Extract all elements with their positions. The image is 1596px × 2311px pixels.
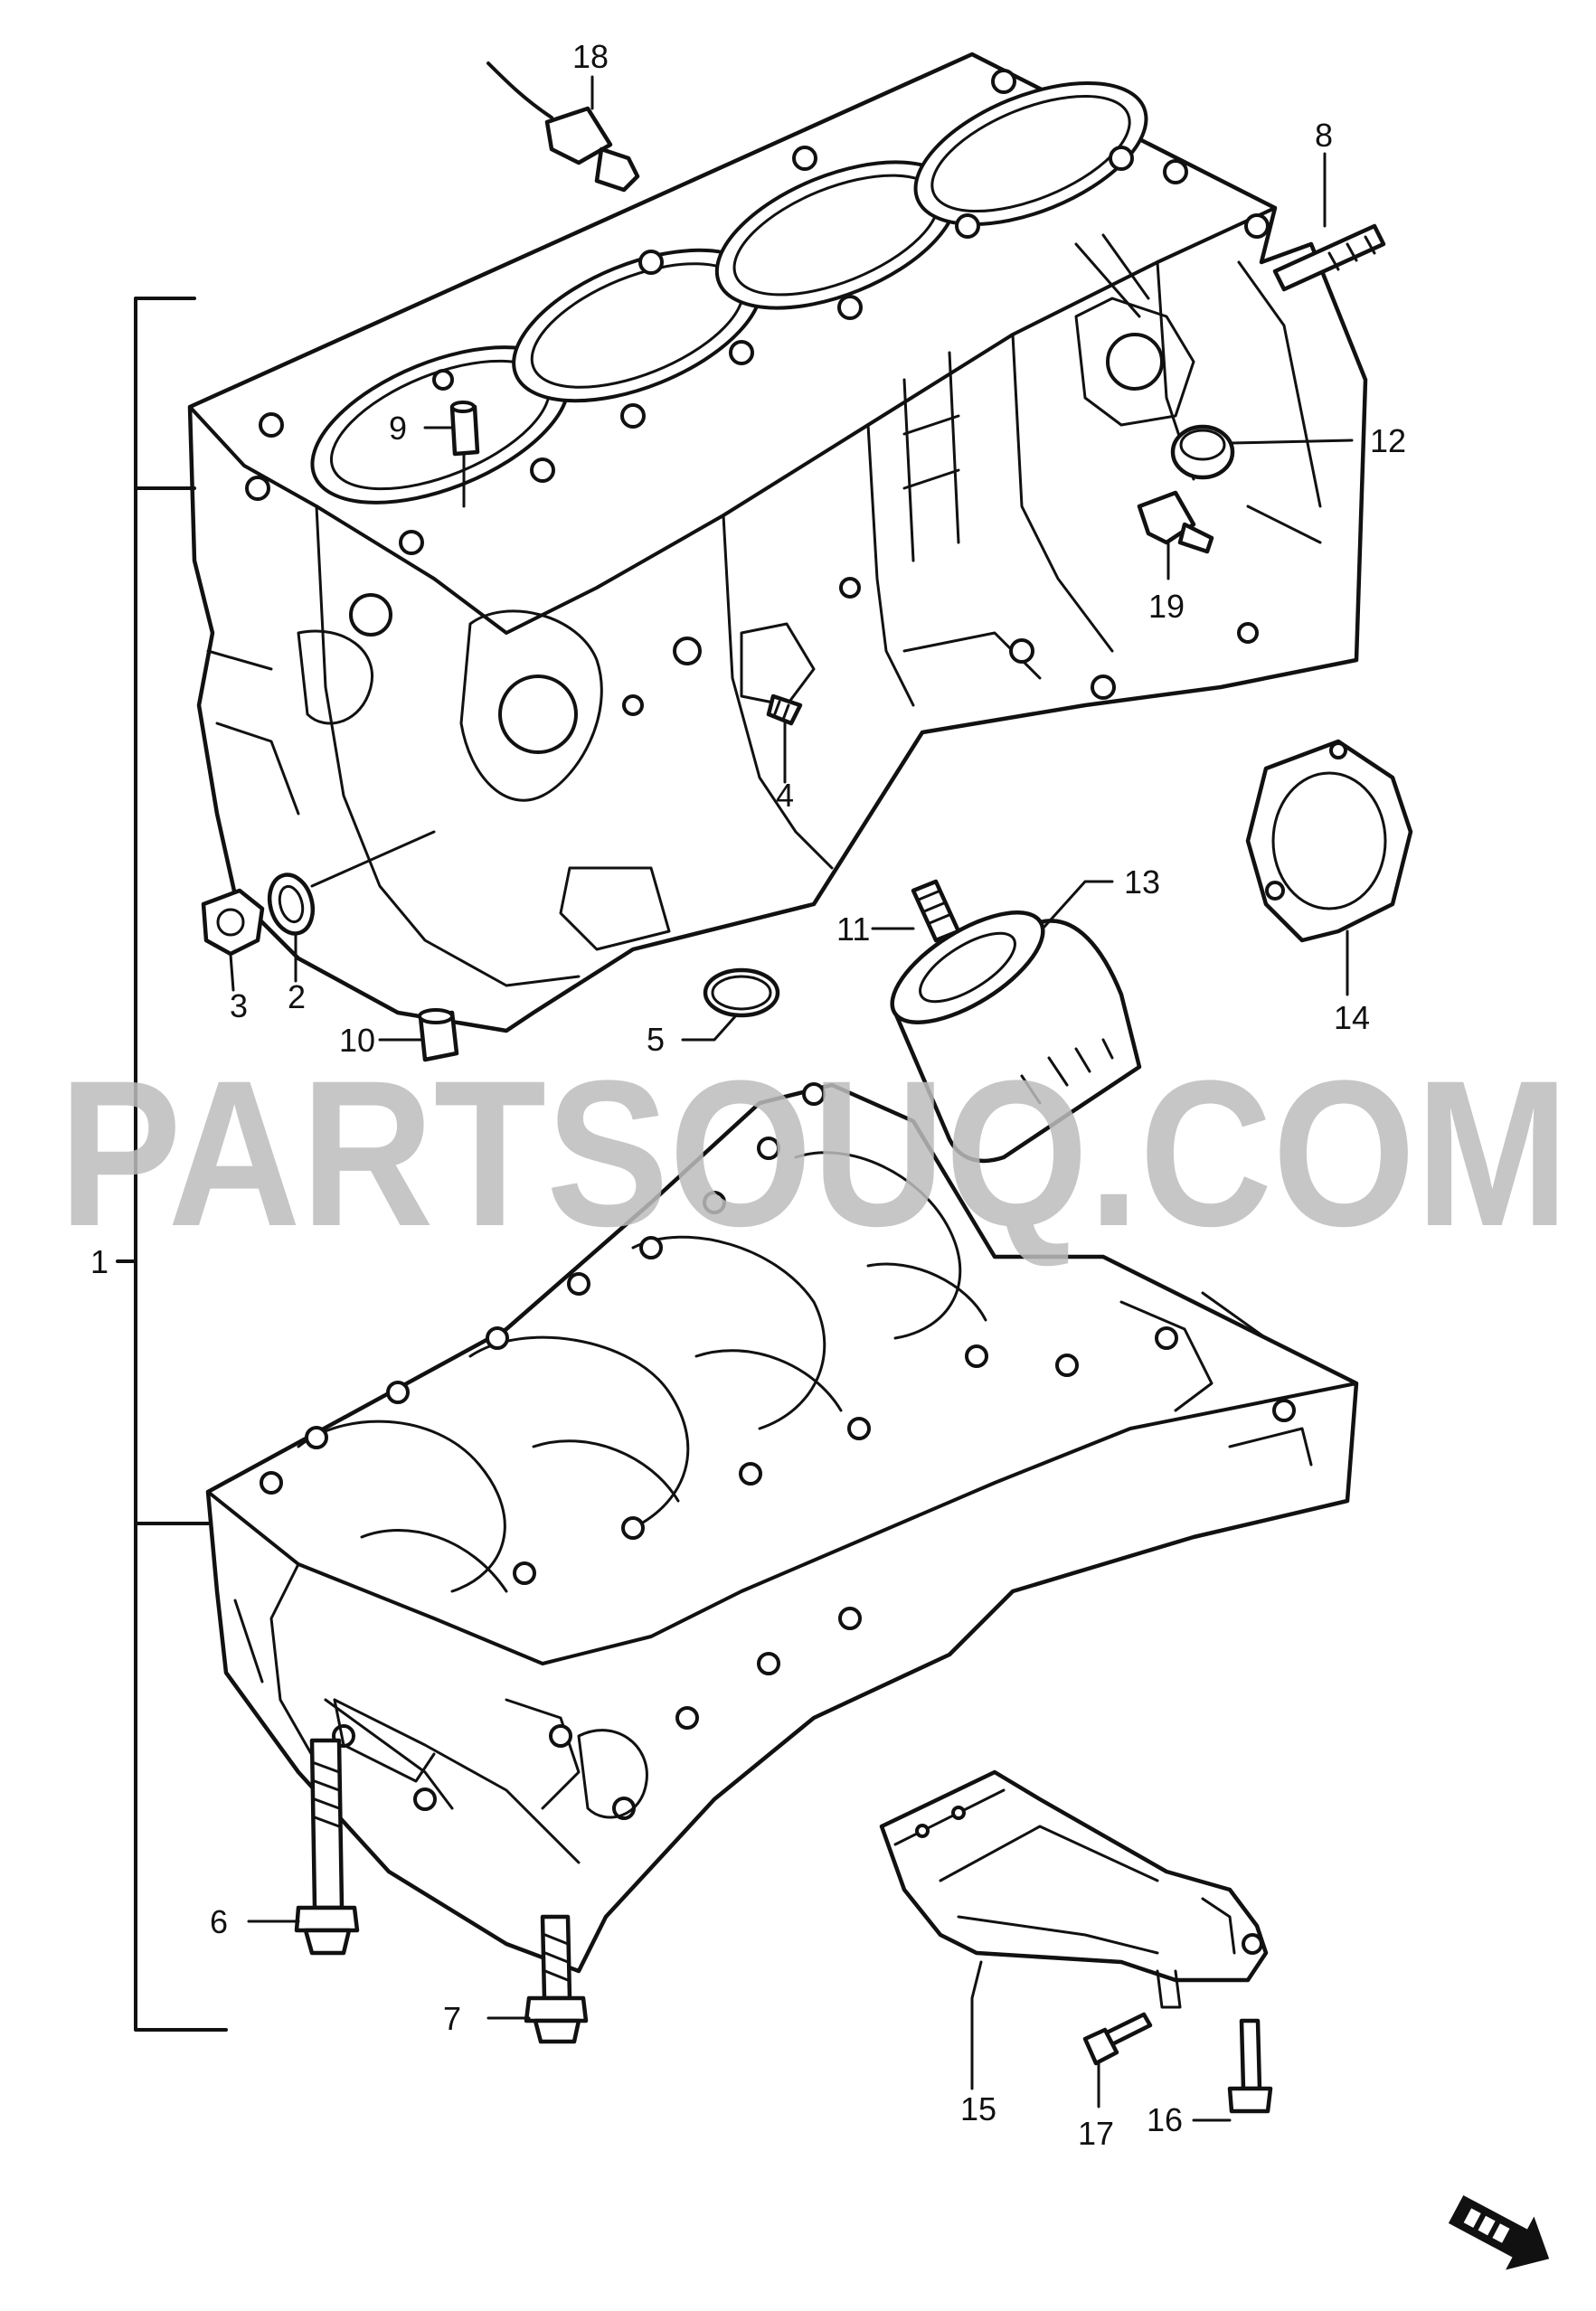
callout-19: 19 [1148, 588, 1185, 625]
bolt-17 [1082, 2012, 1153, 2066]
cap-10 [418, 1008, 459, 1062]
callout-7: 7 [443, 2000, 461, 2037]
drain-plug-3 [201, 888, 265, 957]
callout-9: 9 [389, 410, 407, 447]
callout-8: 8 [1315, 117, 1333, 154]
bracket-1 [116, 297, 228, 2032]
callout-5: 5 [647, 1021, 665, 1058]
o-ring-5 [703, 967, 780, 1018]
callout-12: 12 [1370, 422, 1406, 459]
leader-lines [229, 75, 1354, 2122]
oil-filter-13 [890, 910, 1142, 1164]
callout-3: 3 [230, 987, 248, 1024]
callout-4: 4 [776, 777, 794, 814]
callout-2: 2 [288, 978, 306, 1015]
gasket-14 [1245, 739, 1413, 943]
front-direction-arrow-icon [1448, 2195, 1550, 2270]
callout-15: 15 [960, 2090, 996, 2127]
callout-18: 18 [572, 38, 609, 75]
callout-11: 11 [836, 910, 870, 948]
callout-1: 1 [90, 1243, 109, 1280]
callout-16: 16 [1147, 2101, 1183, 2138]
bolt-6 [294, 1738, 360, 1956]
plug-12 [1170, 424, 1235, 480]
watermark-text: PARTSOUQ.COM [59, 1037, 1569, 1269]
callout-14: 14 [1334, 999, 1370, 1036]
callout-labels: 1 2 3 4 5 6 7 8 9 10 11 12 13 14 15 16 1… [90, 38, 1406, 2152]
oil-filter-stud-11 [911, 879, 961, 943]
callout-17: 17 [1078, 2115, 1114, 2152]
callout-13: 13 [1124, 863, 1160, 901]
cylinder-block [187, 52, 1368, 1033]
bolt-16 [1227, 2018, 1273, 2114]
dowel-pin-9 [449, 401, 480, 457]
callout-10: 10 [339, 1022, 375, 1059]
stud-4 [766, 693, 803, 726]
oil-pressure-switch-19 [1137, 490, 1214, 554]
lower-crankcase [205, 1082, 1359, 1974]
oil-baffle-15 [879, 1769, 1269, 2009]
stud-8 [1272, 223, 1386, 292]
washer-2 [267, 873, 316, 936]
knock-sensor-18 [486, 61, 640, 193]
callout-6: 6 [210, 1903, 228, 1940]
bolt-7 [524, 1914, 589, 2044]
cylinder-bore-4 [913, 81, 1148, 226]
